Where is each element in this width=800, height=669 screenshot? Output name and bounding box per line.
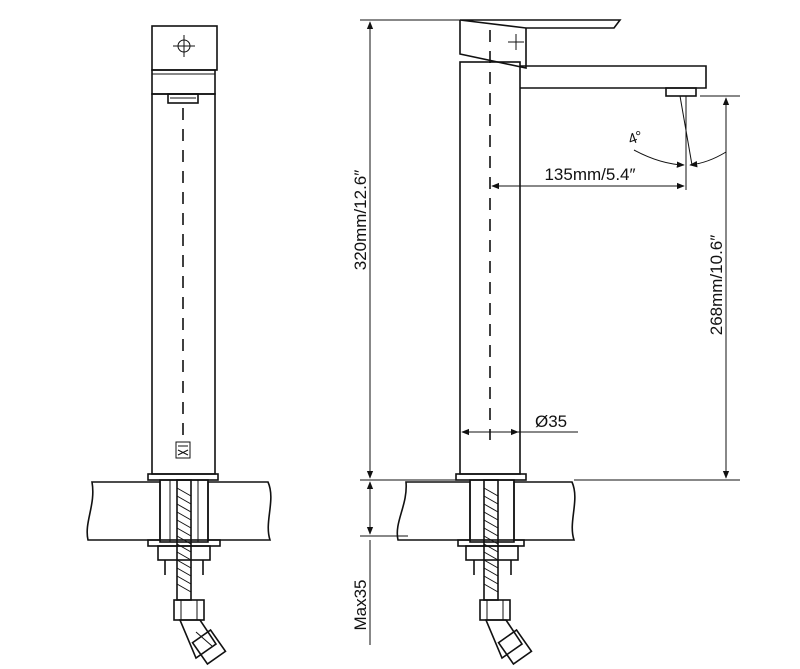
spout-height-label: 268mm/10.6″: [707, 235, 726, 336]
dimension-spout-reach: 135mm/5.4″: [491, 96, 687, 190]
front-countertop: [86, 481, 272, 541]
dimension-total-height: 320mm/12.6″: [351, 19, 462, 481]
dimension-max-thickness: Max35: [351, 481, 408, 645]
side-handle-body: [459, 20, 527, 69]
front-view: [86, 25, 272, 666]
side-mounting-nut: [465, 545, 519, 561]
front-mounting-nut: [157, 545, 211, 561]
dimension-spout-angle: 4°: [626, 95, 727, 168]
side-lever: [459, 19, 622, 29]
brand-logo-icon: [175, 441, 191, 459]
side-aerator: [665, 87, 697, 97]
side-view: [396, 19, 707, 666]
spout-angle-label: 4°: [626, 128, 645, 149]
spout-reach-label: 135mm/5.4″: [544, 165, 635, 184]
front-angle-valve: [173, 599, 227, 666]
side-base-flange: [455, 473, 527, 481]
front-base-flange: [147, 473, 219, 481]
dimension-spout-height: 268mm/10.6″: [574, 95, 740, 481]
side-countertop: [396, 481, 576, 541]
front-shank: [159, 479, 209, 543]
front-mounting-plate: [147, 539, 221, 547]
total-height-label: 320mm/12.6″: [351, 170, 370, 271]
max-thickness-label: Max35: [351, 579, 370, 630]
side-angle-valve: [479, 599, 533, 666]
base-diameter-label: Ø35: [535, 412, 567, 431]
side-spout: [520, 65, 707, 89]
dimension-base-diameter: Ø35: [459, 412, 578, 474]
